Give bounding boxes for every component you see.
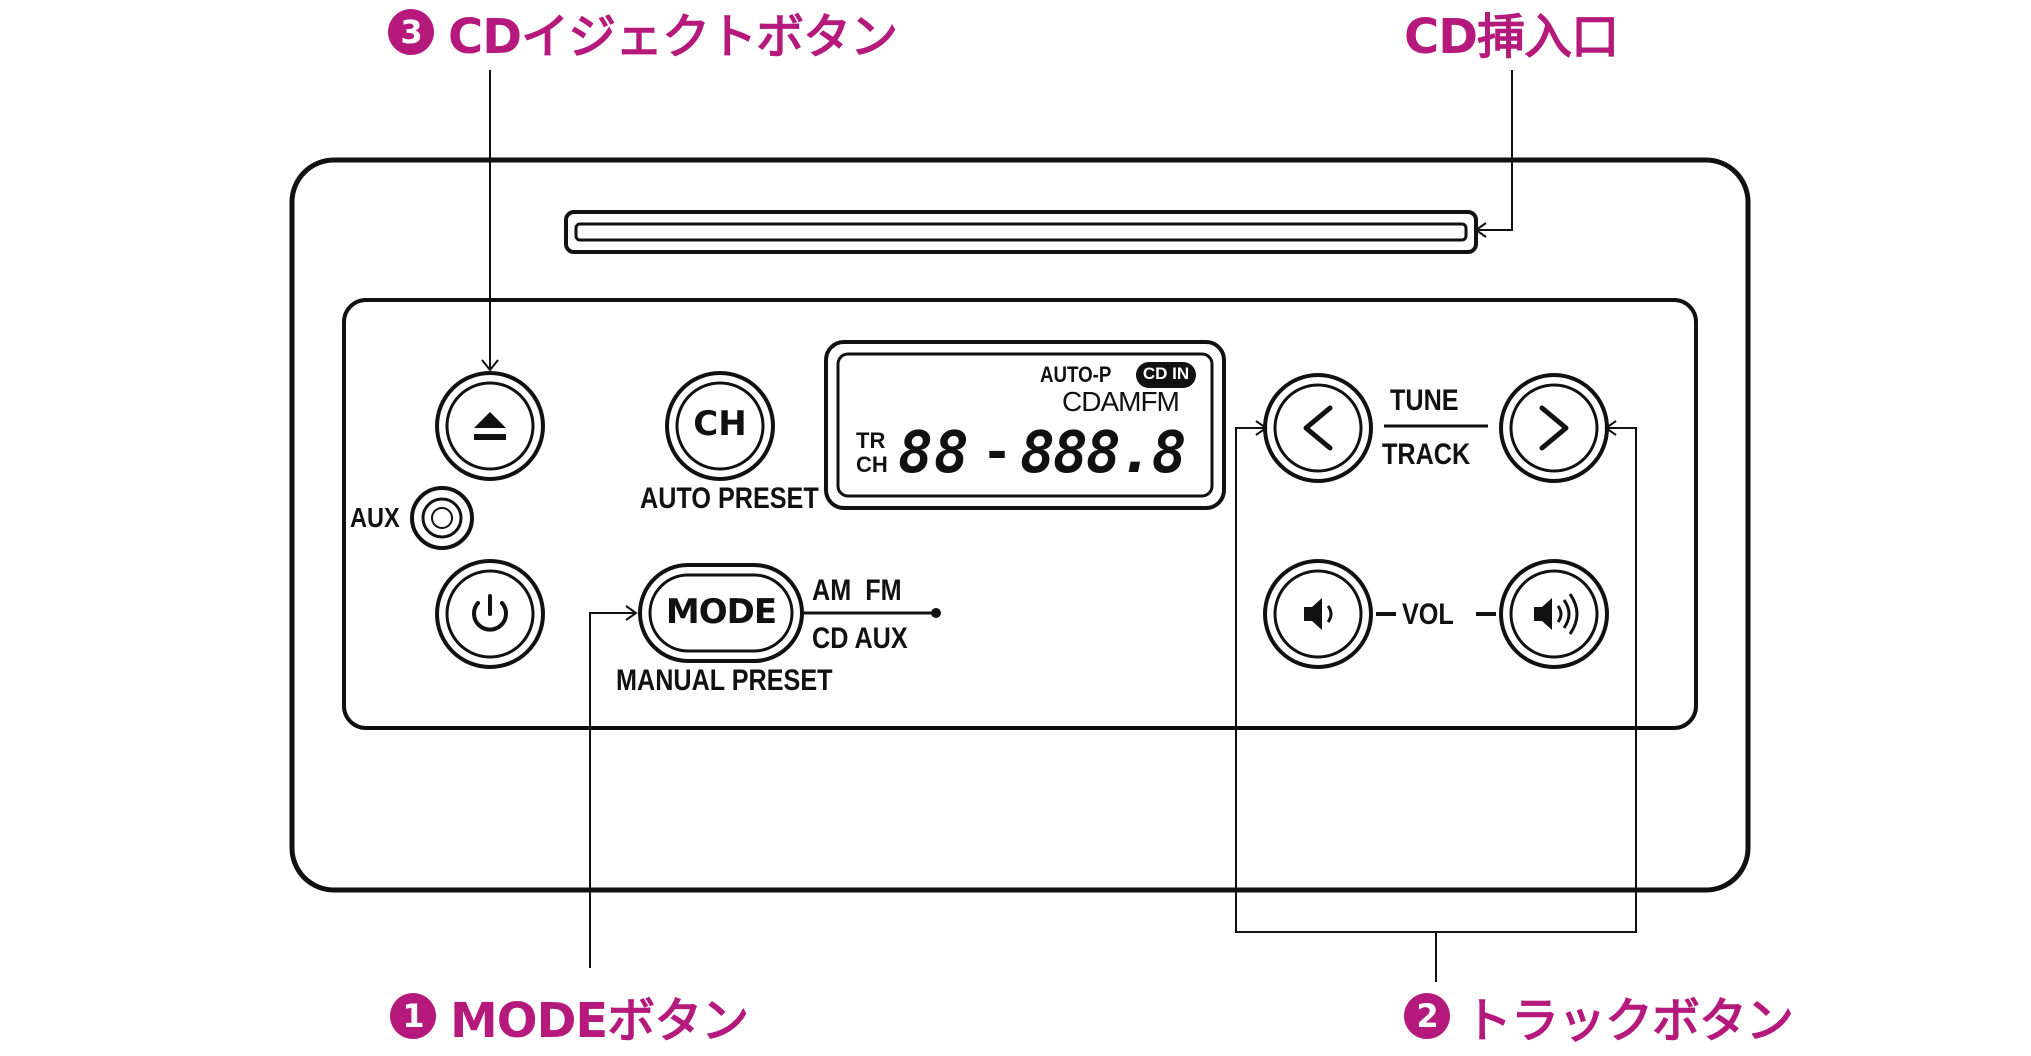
- callout-number-2: 2: [1404, 993, 1450, 1039]
- slot-callout: CD挿入口: [1404, 2, 1619, 65]
- eject-button[interactable]: [435, 371, 545, 481]
- volume-up-button[interactable]: [1499, 559, 1609, 669]
- track-label: TRACK: [1382, 438, 1471, 471]
- prev-track-button[interactable]: [1263, 373, 1373, 483]
- cd-slot[interactable]: [564, 210, 1478, 254]
- lcd-left-digits: 88: [898, 418, 970, 486]
- speaker-high-icon: [1534, 593, 1579, 635]
- mode-callout-label: MODEボタン: [450, 993, 749, 1049]
- lcd-dash: -: [982, 423, 1014, 481]
- lcd-right-digits: 888.8: [1020, 418, 1187, 486]
- slot-callout-label: CD挿入口: [1404, 9, 1619, 65]
- lcd-auto-p: AUTO-P: [1040, 362, 1112, 387]
- mode-options-top: AM FM: [812, 574, 902, 607]
- chevron-left-icon: [1303, 405, 1333, 451]
- track-callout-label: トラックボタン: [1464, 993, 1794, 1049]
- mode-options-bottom: CD AUX: [812, 622, 908, 655]
- power-button[interactable]: [435, 559, 545, 669]
- next-track-button[interactable]: [1499, 373, 1609, 483]
- ch-button-label: CH: [693, 404, 747, 444]
- eject-callout-label: CDイジェクトボタン: [448, 9, 898, 65]
- lcd-display: [824, 340, 1226, 510]
- volume-down-button[interactable]: [1263, 559, 1373, 669]
- aux-jack[interactable]: [410, 486, 474, 550]
- aux-label: AUX: [350, 502, 400, 533]
- lcd-ch: CH: [856, 452, 888, 477]
- lcd-band: CDAMFM: [1062, 386, 1180, 417]
- lcd-tr: TR: [856, 428, 886, 453]
- speaker-low-icon: [1304, 598, 1333, 630]
- ch-button[interactable]: [665, 371, 775, 481]
- auto-preset-label: AUTO PRESET: [640, 482, 819, 515]
- lcd-cd-in: CD IN: [1142, 364, 1190, 383]
- leader-lines: [481, 70, 1637, 982]
- vol-label: VOL: [1402, 598, 1454, 631]
- tune-label: TUNE: [1390, 384, 1459, 417]
- chevron-right-icon: [1539, 405, 1569, 451]
- callout-number-3: 3: [388, 9, 434, 55]
- mode-callout: 1 MODEボタン: [390, 986, 749, 1049]
- callout-number-1: 1: [390, 993, 436, 1039]
- mode-button[interactable]: [638, 563, 804, 663]
- manual-preset-label: MANUAL PRESET: [616, 664, 833, 697]
- mode-button-label: MODE: [665, 592, 777, 632]
- eject-callout: 3 CDイジェクトボタン: [388, 2, 898, 65]
- power-icon: [472, 594, 508, 632]
- cd-in-badge: [1136, 362, 1196, 388]
- eject-icon: [474, 412, 506, 440]
- track-callout: 2 トラックボタン: [1404, 986, 1794, 1049]
